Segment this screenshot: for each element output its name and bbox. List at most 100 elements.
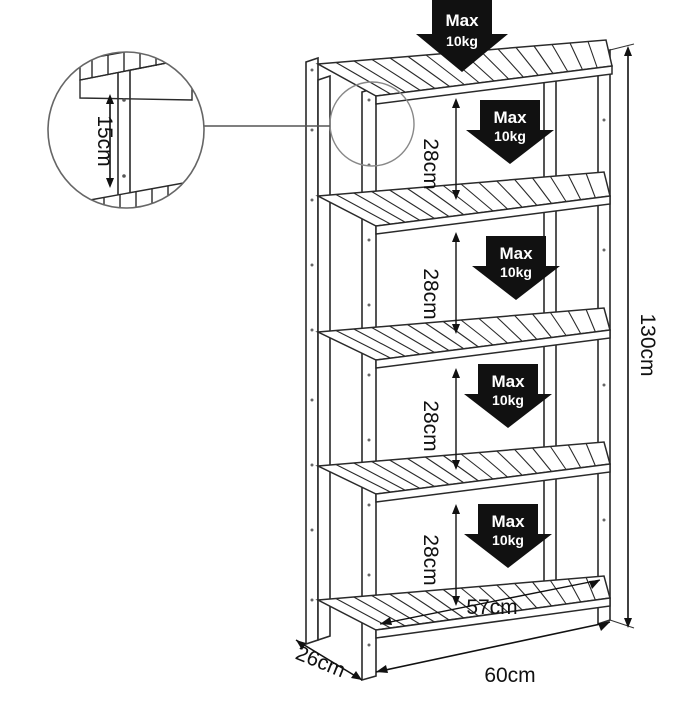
detail-height-label: 15cm [93,115,116,166]
inner-width-dimension: 57cm [379,579,601,625]
inner-left-post [317,74,331,642]
shelf-slat [532,447,552,472]
shelf-slat [335,62,392,95]
shelf-slat [353,328,406,357]
shelf-slat [567,174,582,200]
shelf-slat [585,443,596,467]
shelf-slat [371,595,421,625]
shelf-slat [460,453,494,480]
shelf-slat [551,44,569,72]
shelf-slat [569,42,583,70]
back-left-post [305,56,319,646]
shelf-slat [478,452,508,478]
shelf-slat [478,182,508,210]
shelf-3 [315,307,611,369]
shelf-2-edge [375,195,611,235]
load-badge-5: Max 10kg [464,504,552,568]
shelf-spacing-dimensions: 28cm 28cm 28cm 28cm [419,98,460,606]
shelf-spacing-1: 28cm [419,98,460,200]
shelf-slat [424,322,465,350]
shelf-slat [585,309,596,333]
shelf-slat [335,194,391,225]
shelf-slat [442,321,479,348]
shelf-slat [389,189,435,219]
depth-label: 26cm [292,642,348,683]
shelf-slat [389,325,435,353]
shelf-slat [425,54,465,86]
shelf-4-edge [375,463,611,503]
load-badges: Max 10kg Max 10kg Max 10kg Max 10kg Max … [416,0,560,568]
depth-dimension: 26cm [292,639,363,683]
shelf-slat [549,312,567,336]
shelf-slat [532,313,552,338]
load-badge-4-line2: 10kg [492,392,524,408]
shelf-slat [389,593,435,623]
height-label: 130cm [636,313,659,376]
shelf-slat [496,180,523,208]
shelf-spacing-2-label: 28cm [419,268,442,319]
shelf-slat [460,319,494,346]
shelf-slat [514,315,538,340]
shelf-slat [335,330,391,359]
shelf-slat [549,446,567,470]
shelf-spacing-1-label: 28cm [419,138,442,189]
shelf-slat [371,191,421,221]
width-label: 60cm [484,664,535,687]
shelf-slat [407,188,450,218]
shelf-slat [353,462,406,491]
shelf-4 [315,441,611,503]
shelf-slat [389,57,436,89]
shelf-slat [567,444,582,469]
shelf-5-edge [375,597,611,639]
shelf-spacing-3: 28cm [419,368,460,470]
shelf-slat [549,580,567,605]
shelf-spacing-3-label: 28cm [419,400,442,451]
shelf-spacing-4-label: 28cm [419,534,442,585]
load-badge-5-line2: 10kg [492,532,524,548]
height-dimension: 130cm [609,43,659,629]
shelf-slat [567,310,582,335]
load-badge-4: Max 10kg [464,364,552,428]
shelf-slat [515,47,539,76]
shelf-slat [514,179,538,206]
shelf-slat [371,327,421,355]
shelf-5 [315,575,611,639]
shelf-slat [567,578,582,603]
shelf-slat [585,577,596,601]
shelf-slat [479,50,510,80]
shelf-slat [442,589,479,617]
shelf-slat [407,592,450,621]
shelf-slat [389,459,435,487]
shelf-spacing-2: 28cm [419,232,460,334]
shelf-3-edge [375,329,611,369]
shelf-slat [460,587,494,615]
load-badge-2: Max 10kg [466,100,554,164]
shelf-slat [424,456,465,484]
shelf-slat [587,41,598,69]
width-dimension: 60cm [375,621,611,687]
load-badge-2-line2: 10kg [494,128,526,144]
shelf-slat [460,183,494,212]
load-badge-5-line1: Max [491,512,525,531]
shelf-2 [315,171,611,235]
shelf-slat [407,458,450,486]
shelf-slat [442,185,479,214]
shelf-slat [496,316,523,342]
shelf-slat [585,173,596,199]
shelf-slat [424,186,465,216]
shelf-slat [442,455,479,482]
shelf-slat [353,192,406,223]
shelf-slat [424,590,465,619]
shelf-slat [532,177,552,204]
load-badge-4-line1: Max [491,372,525,391]
load-badge-3-line2: 10kg [500,264,532,280]
load-badge-3-line1: Max [499,244,533,263]
shelf-slat [371,461,421,489]
detail-callout: 15cm [47,51,415,209]
load-badge-1-line2: 10kg [446,33,478,49]
shelf-1-edge [375,65,613,105]
shelf-slat [335,464,391,493]
shelf-slat [353,60,406,93]
inner-width-label: 57cm [466,596,517,619]
